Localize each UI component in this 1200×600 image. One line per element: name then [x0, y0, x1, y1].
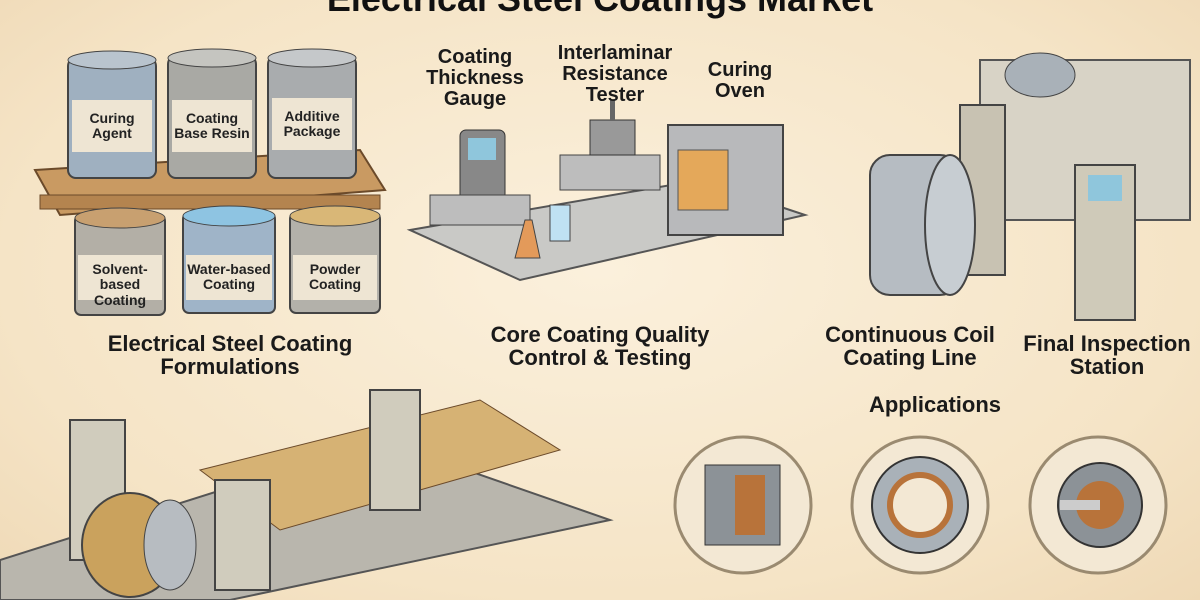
- drum-label-line: Package: [283, 123, 341, 140]
- beaker-icon: [549, 204, 571, 242]
- drum-label-line: Additive: [284, 108, 340, 124]
- drum-label-line: Curing: [89, 110, 135, 126]
- can-label-line: Coating: [202, 276, 256, 293]
- label-line: Curing: [707, 59, 773, 81]
- drum-label-line: Coating: [185, 110, 239, 126]
- drum-icon: [267, 48, 357, 179]
- page-title: Electrical Steel Coatings Market: [0, 0, 1200, 20]
- can-label-line: Powder: [309, 261, 361, 277]
- applications-heading: Applications: [868, 392, 1001, 417]
- label-line: Interlaminar: [557, 42, 673, 64]
- heading-line: Electrical Steel Coating: [107, 331, 353, 356]
- drum-icon: [67, 50, 157, 179]
- label-line: Thickness: [426, 67, 524, 89]
- coating-line-machine-icon: [0, 389, 614, 600]
- flask-icon: [514, 219, 541, 259]
- heading-line: Control & Testing: [508, 345, 692, 371]
- can-label-line: Coating: [308, 276, 362, 293]
- label-line: Station: [1069, 354, 1145, 380]
- label-line: Final Inspection: [1023, 331, 1191, 356]
- paint-can-icon: [74, 207, 166, 316]
- can-label-line: Solvent-based: [92, 261, 148, 293]
- stator-icon: [850, 435, 990, 575]
- resistance-tester-icon: [559, 100, 661, 191]
- coil-coating-line-icon: [869, 52, 1191, 321]
- label-line: Oven: [714, 80, 766, 102]
- curing-oven-icon: [667, 124, 784, 236]
- can-label-line: Coating: [93, 291, 147, 308]
- motor-icon: [1028, 435, 1168, 575]
- heading-line: Core Coating Quality: [490, 322, 710, 347]
- label-line: Resistance: [562, 63, 668, 85]
- drum-label-line: Base Resin: [174, 125, 250, 142]
- label-line: Continuous Coil: [825, 322, 995, 347]
- thickness-gauge-icon: [429, 129, 531, 226]
- paint-can-icon: [289, 205, 381, 314]
- label-line: Gauge: [443, 88, 507, 110]
- label-line: Coating Line: [843, 345, 977, 371]
- label-line: Coating: [437, 46, 513, 68]
- can-label-line: Water-based: [187, 261, 271, 277]
- transformer-core-icon: [673, 435, 813, 575]
- drum-label-line: Agent: [92, 125, 132, 142]
- paint-can-icon: [182, 205, 276, 314]
- label-line: Tester: [585, 84, 645, 106]
- drum-icon: [167, 48, 257, 179]
- heading-line: Formulations: [160, 354, 300, 380]
